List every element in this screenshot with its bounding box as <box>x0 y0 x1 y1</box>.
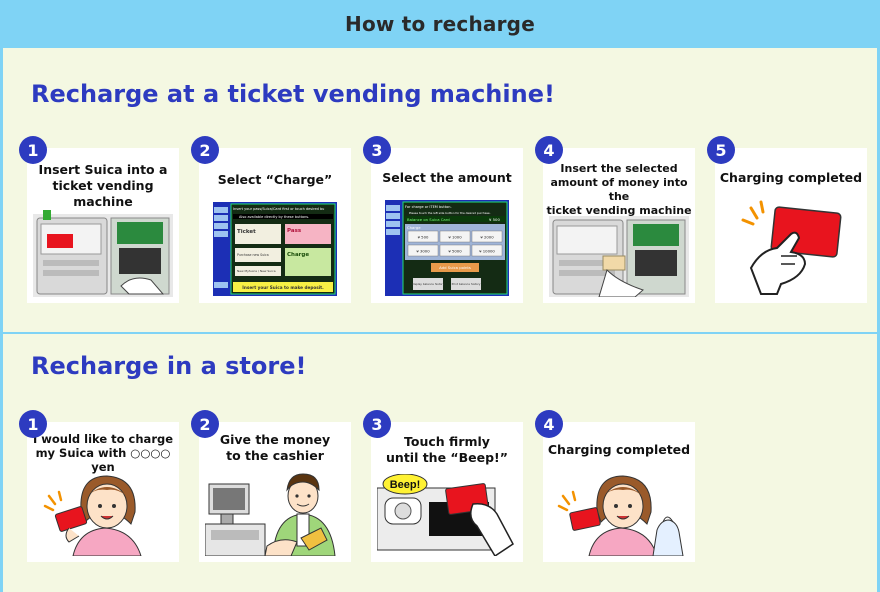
step-caption: Select “Charge” <box>217 172 333 187</box>
touch-reader-illustration: Beep! <box>377 474 517 556</box>
machine-step-4: Insert the selected amount of money into… <box>543 148 695 303</box>
screen-balance-value: ¥ 500 <box>489 217 500 222</box>
step-number-badge: 3 <box>363 410 391 438</box>
amount-label: ¥ 5000 <box>448 249 462 254</box>
step-caption: Insert Suica into a ticket vending machi… <box>38 162 168 209</box>
screen-charge-button: Charge <box>287 252 309 258</box>
screen-charge-label: Charge <box>407 225 421 230</box>
machine-section-title: Recharge at a ticket vending machine! <box>31 80 555 108</box>
screen-footer: Insert your Suica to make deposit. <box>242 285 324 290</box>
woman-completed-illustration <box>549 470 689 556</box>
amount-button <box>439 230 471 243</box>
amount-label: ¥ 10000 <box>479 249 495 254</box>
step-caption: Touch firmly until the “Beep!” <box>386 434 508 465</box>
step-number-badge: 1 <box>19 410 47 438</box>
amount-button <box>471 230 503 243</box>
select-charge-screen: Insert your pass/Suica/Card first or tou… <box>213 202 337 297</box>
select-amount-screen: For charge or ITEM button. Please touch … <box>385 200 509 297</box>
step-number-badge: 4 <box>535 136 563 164</box>
screen-ticket-button: Ticket <box>237 229 256 235</box>
screen-note: Please touch the left side button for th… <box>409 211 491 215</box>
step-caption: Charging completed <box>719 170 863 185</box>
screen-display-history-button: Display balance history <box>412 282 445 286</box>
amount-label: ¥ 3000 <box>416 249 430 254</box>
screen-new-mysuica: New MySuica / New Suica <box>237 269 276 273</box>
amount-grid: ¥ 500 ¥ 1000 ¥ 2000 ¥ 3000 ¥ 5000 ¥ 10000 <box>407 230 503 257</box>
screen-print-history-button: Print balance history <box>452 282 481 286</box>
step-number-badge: 2 <box>191 136 219 164</box>
cashier-illustration <box>205 466 345 556</box>
amount-button <box>407 230 439 243</box>
step-number-badge: 3 <box>363 136 391 164</box>
step-number-badge: 2 <box>191 410 219 438</box>
insert-money-illustration <box>549 210 689 297</box>
machine-step-3: Select the amount For charge or ITEM but… <box>371 148 523 303</box>
amount-button <box>439 244 471 257</box>
store-step-4: Charging completed <box>543 422 695 562</box>
step-caption: Charging completed <box>547 442 691 457</box>
screen-purchase-button: Purchase new Suica <box>237 253 269 257</box>
screen-add-points-button: Add Suica points <box>439 265 471 270</box>
screen-pass-button: Pass <box>287 228 302 234</box>
machine-step-2: Select “Charge” Insert your pass/Suica/C… <box>199 148 351 303</box>
screen-balance-label: Balance on Suica Card <box>407 217 450 222</box>
step-number-badge: 4 <box>535 410 563 438</box>
step-caption: Give the money to the cashier <box>219 432 331 463</box>
screen-note: Also available directly by these buttons… <box>239 215 309 219</box>
store-section-title: Recharge in a store! <box>31 352 307 380</box>
woman-requesting-illustration <box>33 470 173 556</box>
page-title: How to recharge <box>345 12 535 36</box>
store-step-1: I would like to charge my Suica with ○○○… <box>27 422 179 562</box>
screen-prompt: Insert your pass/Suica/Card first or tou… <box>233 207 324 211</box>
vending-machine-illustration <box>33 204 173 297</box>
amount-label: ¥ 2000 <box>480 235 494 240</box>
step-caption: Select the amount <box>382 170 512 185</box>
section-divider <box>3 332 877 334</box>
store-step-2: Give the money to the cashier <box>199 422 351 562</box>
amount-label: ¥ 500 <box>418 235 429 240</box>
step-caption: Insert the selected amount of money into… <box>546 162 692 217</box>
page-header: How to recharge <box>3 0 877 48</box>
machine-step-1: Insert Suica into a ticket vending machi… <box>27 148 179 303</box>
screen-prompt: For charge or ITEM button. <box>405 205 452 209</box>
amount-label: ¥ 1000 <box>448 235 462 240</box>
amount-button <box>407 244 439 257</box>
step-caption: I would like to charge my Suica with ○○○… <box>32 432 174 474</box>
step-number-badge: 5 <box>707 136 735 164</box>
beep-label: Beep! <box>390 479 421 491</box>
machine-step-5: Charging completed <box>715 148 867 303</box>
amount-button <box>471 244 503 257</box>
step-number-badge: 1 <box>19 136 47 164</box>
charged-card-illustration <box>721 194 861 297</box>
store-step-3: Touch firmly until the “Beep!” Beep! <box>371 422 523 562</box>
